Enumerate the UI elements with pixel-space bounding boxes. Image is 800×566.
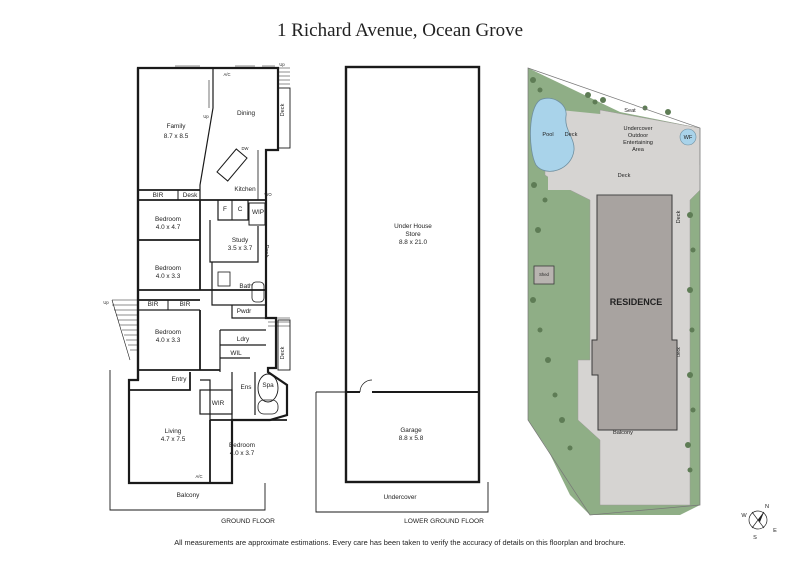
room-undercover: Undercover <box>383 494 417 501</box>
site-outdoor-3: Entertaining <box>623 140 653 146</box>
room-store-2: Store <box>405 231 421 238</box>
room-desk-2: Desk <box>263 245 269 258</box>
room-living-dim: 4.7 x 7.5 <box>161 436 186 443</box>
label-dw: DW <box>242 146 249 151</box>
site-deck-3: Deck <box>676 210 682 223</box>
room-wip: WIP <box>252 209 264 216</box>
label-up-1: Up <box>279 62 285 67</box>
site-balcony: Balcony <box>613 430 633 436</box>
site-wf: WF <box>684 135 693 141</box>
room-wil: WIL <box>230 350 242 357</box>
room-study-dim: 3.5 x 3.7 <box>228 245 253 252</box>
room-family: Family <box>167 123 187 130</box>
room-study: Study <box>232 237 249 244</box>
room-bedroom-2-dim: 4.0 x 3.3 <box>156 273 181 280</box>
site-outdoor-2: Outdoor <box>628 133 648 139</box>
label-ac-2: A/C <box>196 474 203 479</box>
site-seat: Seat <box>624 108 636 114</box>
room-garage: Garage <box>400 427 422 434</box>
room-desk-1: Desk <box>183 192 198 199</box>
room-balcony: Balcony <box>177 492 201 499</box>
compass-icon <box>748 510 768 530</box>
room-bedroom-1: Bedroom <box>155 216 181 223</box>
site-pool: Pool <box>542 132 553 138</box>
room-bedroom-4-dim: 4.0 x 3.7 <box>230 450 255 457</box>
room-family-dim: 8.7 x 8.5 <box>164 133 189 140</box>
room-pwdr: Pwdr <box>237 308 252 315</box>
room-spa: Spa <box>262 382 274 389</box>
room-c: C <box>238 206 243 213</box>
room-wir: WIR <box>212 400 225 407</box>
room-ldry: Ldry <box>237 336 250 343</box>
site-outdoor-1: Undercover <box>624 126 653 132</box>
compass-s: S <box>753 535 757 541</box>
compass-n: N <box>765 504 769 510</box>
label-ac-1: A/C <box>224 72 231 77</box>
room-kitchen: Kitchen <box>234 186 256 193</box>
site-outdoor-4: Area <box>632 147 645 153</box>
site-deck-4: Deck <box>676 346 681 356</box>
compass-e: E <box>773 528 777 534</box>
site-deck-2: Deck <box>618 173 631 179</box>
page-title: 1 Richard Avenue, Ocean Grove <box>276 20 524 41</box>
room-entry: Entry <box>172 376 188 383</box>
label-wo: WO <box>264 192 272 197</box>
room-dining: Dining <box>237 110 256 117</box>
room-bath: Bath <box>239 283 253 290</box>
room-garage-dim: 8.8 x 5.8 <box>399 435 424 442</box>
site-shed: Shed <box>539 272 549 277</box>
label-up-3: Up <box>103 300 109 305</box>
site-plan <box>527 67 701 516</box>
site-residence: RESIDENCE <box>610 297 663 307</box>
room-bedroom-2: Bedroom <box>155 265 181 272</box>
ground-floor-caption: GROUND FLOOR <box>221 518 275 525</box>
lower-floor-caption: LOWER GROUND FLOOR <box>404 518 484 525</box>
disclaimer-text: All measurements are approximate estimat… <box>174 538 626 547</box>
room-bir-3: BIR <box>180 301 191 308</box>
room-bedroom-3-dim: 4.0 x 3.3 <box>156 337 181 344</box>
compass-w: W <box>741 513 747 519</box>
ground-floor-plan <box>109 65 291 511</box>
room-store-1: Under House <box>394 223 432 230</box>
room-deck-top: Deck <box>280 103 286 116</box>
room-bedroom-4: Bedroom <box>229 442 255 449</box>
room-bir-2: BIR <box>148 301 159 308</box>
room-deck-side: Deck <box>280 346 286 359</box>
lower-floor-plan <box>315 65 489 513</box>
room-bedroom-1-dim: 4.0 x 4.7 <box>156 224 181 231</box>
label-up-2: Up <box>203 114 209 119</box>
room-living: Living <box>165 428 182 435</box>
room-store-dim: 8.8 x 21.0 <box>399 239 428 246</box>
site-deck-1: Deck <box>565 132 578 138</box>
room-f: F <box>223 206 227 213</box>
room-ens: Ens <box>240 384 251 391</box>
room-bir-1: BIR <box>153 192 164 199</box>
room-bedroom-3: Bedroom <box>155 329 181 336</box>
